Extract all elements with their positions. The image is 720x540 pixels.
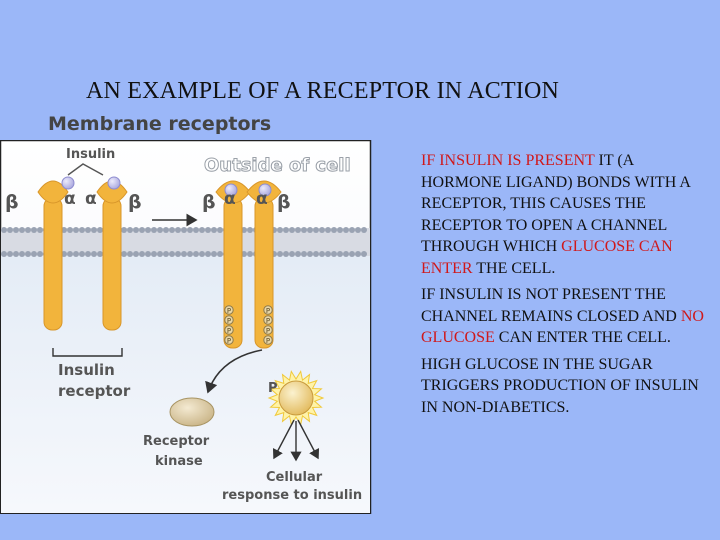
beta-label: β xyxy=(277,191,291,213)
paragraph-high-glucose: HIGH GLUCOSE IN THE SUGAR TRIGGERS PRODU… xyxy=(421,355,699,416)
insulin-molecule xyxy=(107,176,121,190)
phosphate-group xyxy=(224,325,234,335)
insulin-pointer xyxy=(67,163,104,176)
phosphate-group-label: P xyxy=(266,317,270,325)
response-arrows xyxy=(272,419,320,462)
receptor-label-line2: receptor xyxy=(58,382,131,400)
phosphorylation-arrow xyxy=(205,349,263,394)
inactive-insulin-receptor xyxy=(37,180,128,331)
bound-insulin-molecule xyxy=(224,183,238,197)
beta-label: β xyxy=(128,191,142,213)
phosphate-group-label: P xyxy=(227,327,231,335)
phosphate-group-label: P xyxy=(266,327,270,335)
alpha-label: α xyxy=(224,189,236,209)
phosphate-group xyxy=(263,305,273,315)
beta-label: β xyxy=(202,191,216,213)
response-label-line2: response to insulin xyxy=(222,488,362,503)
phosphate-group-label: P xyxy=(227,307,231,315)
explanation-text: IF INSULIN IS PRESENT IT (A HORMONE LIGA… xyxy=(421,150,717,423)
beta-label: β xyxy=(5,191,19,213)
kinase-label-line1: Receptor xyxy=(143,434,210,449)
phosphate-label: P xyxy=(268,381,278,396)
phosphate-group-label: P xyxy=(266,307,270,315)
phosphate-group xyxy=(263,315,273,325)
response-label-line1: Cellular xyxy=(266,470,323,485)
phosphate-group xyxy=(263,325,273,335)
kinase-label-line2: kinase xyxy=(155,454,203,469)
receptor-bracket xyxy=(52,348,123,357)
phosphate-group xyxy=(224,315,234,325)
phosphate-group-label: P xyxy=(266,337,270,345)
phosphate-group xyxy=(263,335,273,345)
phosphate-group-label: P xyxy=(227,317,231,325)
bound-insulin-molecule xyxy=(258,183,272,197)
phosphate-group xyxy=(224,305,234,315)
paragraph-insulin-present: IF INSULIN IS PRESENT IT (A HORMONE LIGA… xyxy=(421,152,691,277)
insulin-molecule xyxy=(61,176,75,190)
alpha-label: α xyxy=(64,189,76,209)
phosphate-group-label: P xyxy=(227,337,231,345)
active-kinase: P xyxy=(267,370,325,426)
inactive-kinase xyxy=(169,397,215,427)
receptor-label-line1: Insulin xyxy=(58,361,115,379)
figure-heading: Membrane receptors xyxy=(48,113,272,135)
phosphate-group xyxy=(224,335,234,345)
outside-of-cell-label: Outside of cell xyxy=(204,155,351,176)
alpha-label: α xyxy=(85,189,97,209)
insulin-label: Insulin xyxy=(66,147,115,162)
paragraph-insulin-absent: IF INSULIN IS NOT PRESENT THE CHANNEL RE… xyxy=(421,286,704,346)
slide-title: AN EXAMPLE OF A RECEPTOR IN ACTION xyxy=(86,78,560,104)
alpha-label: α xyxy=(256,189,268,209)
